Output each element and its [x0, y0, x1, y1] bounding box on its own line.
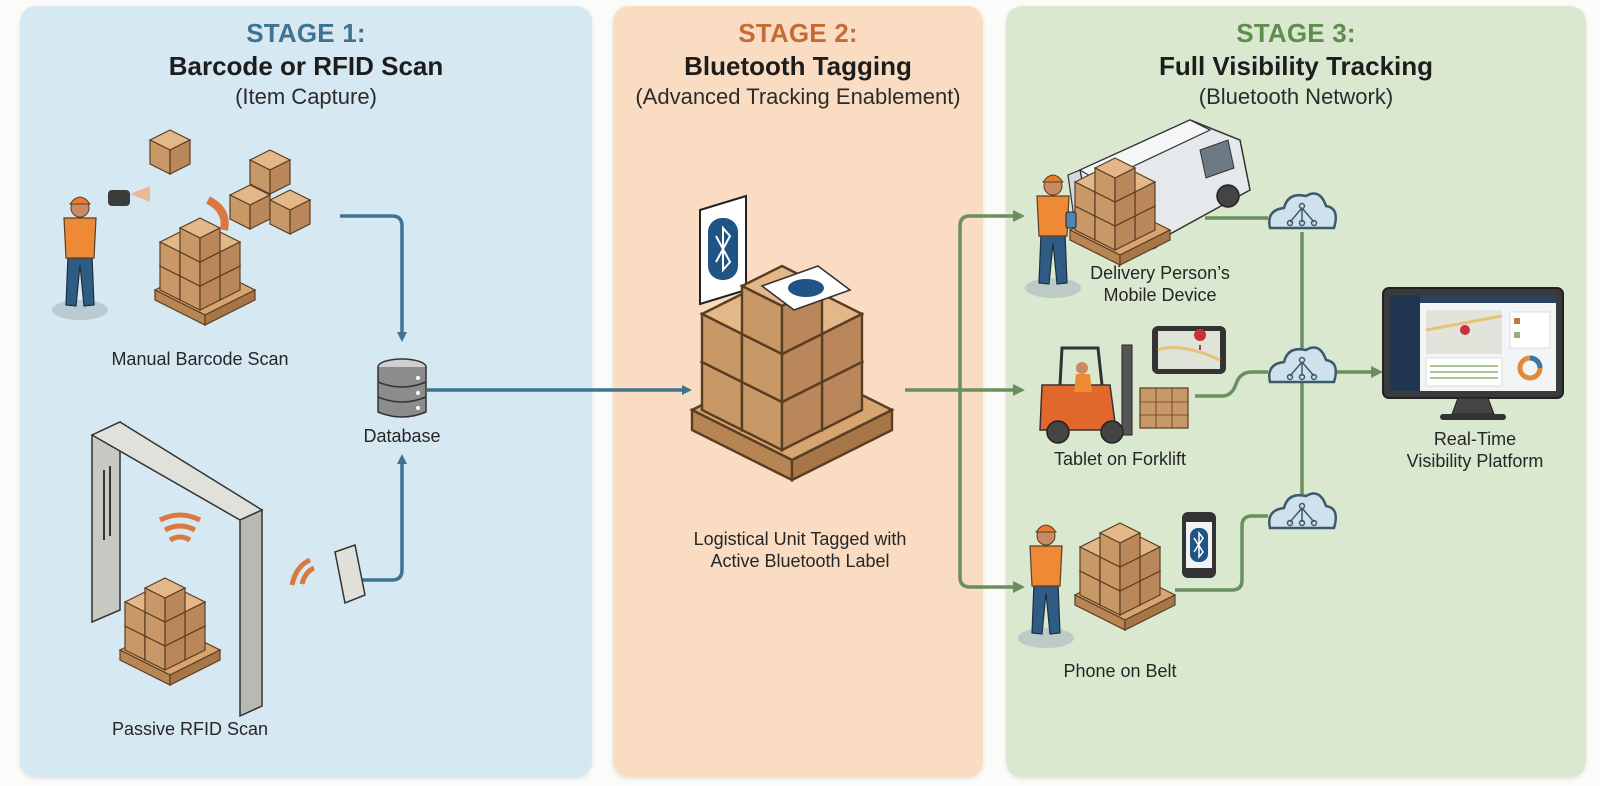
tagged-unit-label: Logistical Unit Tagged with Active Bluet…: [640, 528, 960, 572]
stage-3-subtitle: (Bluetooth Network): [1198, 84, 1394, 109]
branch-delivery-connector: [958, 210, 1025, 390]
phone-belt-label: Phone on Belt: [1063, 661, 1177, 681]
tagged-pallet-small-icon: [1075, 523, 1175, 630]
forklift-load-icon: [1139, 387, 1189, 429]
stage-2-title: Bluetooth Tagging: [684, 51, 912, 81]
stage-1-number: STAGE 1:: [246, 18, 366, 48]
visibility-platform-label-line2: Visibility Platform: [1406, 451, 1544, 471]
database-label: Database: [363, 426, 441, 446]
stage-1-title: Barcode or RFID Scan: [168, 51, 444, 81]
mobile-device-icon: [1065, 211, 1077, 229]
visibility-platform-label-line1: Real-Time: [1433, 429, 1517, 449]
pallet-boxes-icon: [155, 218, 255, 325]
barcode-scanner-icon: [108, 190, 130, 206]
passive-rfid-scan-label: Passive RFID Scan: [111, 719, 269, 739]
drop-arrow-icon: [206, 196, 229, 231]
worker-scanning-icon: [51, 196, 109, 321]
stage-1-header: STAGE 1: Barcode or RFID Scan (Item Capt…: [20, 18, 592, 110]
stage-2-subtitle: (Advanced Tracking Enablement): [635, 84, 961, 109]
scanned-box-icon: [149, 129, 191, 175]
monitor-dashboard-icon: [1382, 287, 1564, 420]
tagged-unit-label-line2: Active Bluetooth Label: [710, 551, 890, 571]
tablet-forklift-label: Tablet on Forklift: [1053, 449, 1187, 469]
rfid-to-database-connector: [358, 454, 407, 582]
phone-bluetooth-icon: [1182, 512, 1216, 578]
stage-1-subtitle: (Item Capture): [235, 84, 377, 109]
stage-3-header: STAGE 3: Full Visibility Tracking (Bluet…: [1006, 18, 1586, 110]
stage-3-title: Full Visibility Tracking: [1158, 51, 1434, 81]
manual-barcode-scan-illustration: [51, 129, 311, 325]
cloud-network-icon: [1268, 492, 1338, 530]
tagged-unit-label-line1: Logistical Unit Tagged with: [693, 529, 907, 549]
branch-phone-connector: [958, 390, 1025, 593]
rfid-gate-icon: [90, 420, 264, 718]
barcode-to-database-connector: [340, 214, 407, 342]
rfid-signal-icon: [158, 512, 202, 543]
stage-3-number: STAGE 3:: [1236, 18, 1356, 48]
belt-worker-icon: [1017, 524, 1075, 649]
rfid-pallet-icon: [120, 578, 220, 685]
manual-barcode-scan-label: Manual Barcode Scan: [111, 349, 289, 369]
tagged-pallet-icon: [692, 265, 892, 480]
stage-2-number: STAGE 2:: [738, 18, 858, 48]
forklift-icon: [1039, 344, 1133, 444]
tablet-map-icon: [1152, 326, 1226, 374]
delivery-device-label-line1: Delivery Person’s: [1090, 263, 1230, 283]
rfid-reader-icon: [289, 544, 366, 605]
delivery-device-label-line2: Mobile Device: [1103, 285, 1217, 305]
stage-2-header: STAGE 2: Bluetooth Tagging (Advanced Tra…: [613, 18, 983, 110]
cloud-network-icon: [1268, 192, 1338, 230]
visibility-platform-label: Real-Time Visibility Platform: [1380, 428, 1570, 472]
cloud-network-icon: [1268, 346, 1338, 384]
delivery-device-label: Delivery Person’s Mobile Device: [1080, 262, 1240, 306]
bluetooth-label-card-icon: [699, 194, 747, 306]
database-icon: [377, 358, 427, 418]
